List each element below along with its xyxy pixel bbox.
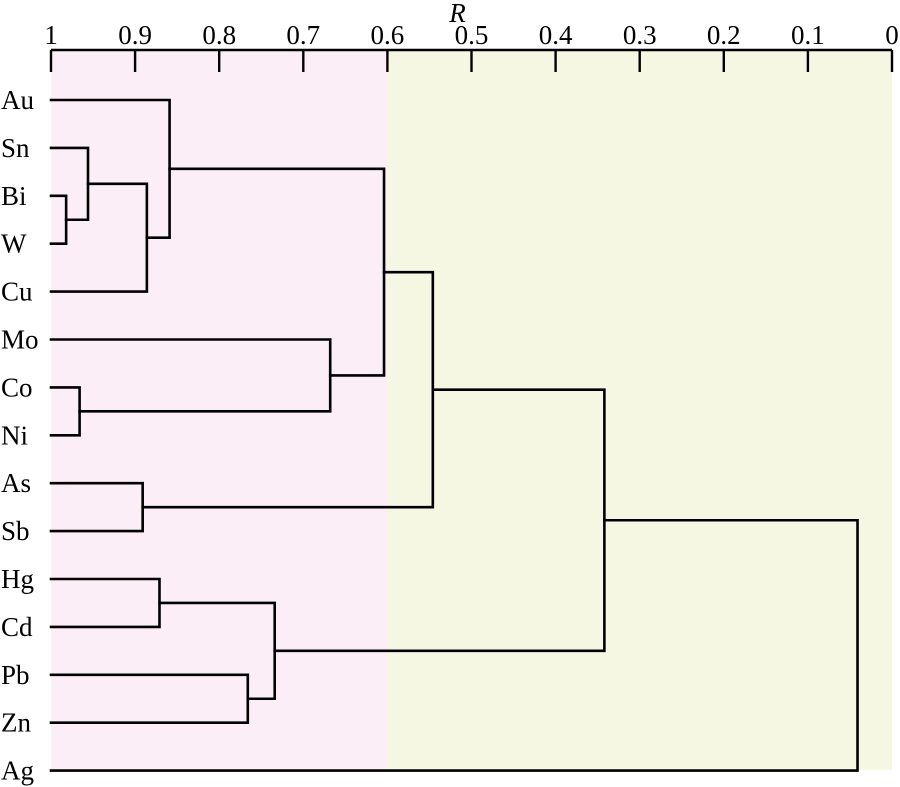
tick-label-2: 0.8 xyxy=(202,20,236,50)
region-1 xyxy=(387,50,892,770)
tick-label-5: 0.5 xyxy=(455,20,489,50)
tick-label-0: 1 xyxy=(44,20,58,50)
leaf-label-sb: Sb xyxy=(1,516,30,546)
tick-label-9: 0.1 xyxy=(791,20,825,50)
leaf-label-hg: Hg xyxy=(1,564,34,594)
leaf-label-cu: Cu xyxy=(1,277,33,307)
leaf-label-ni: Ni xyxy=(1,420,28,450)
link-m14 xyxy=(49,518,859,772)
tick-label-4: 0.6 xyxy=(371,20,405,50)
leaf-label-bi: Bi xyxy=(1,181,27,211)
axis-title: R xyxy=(448,0,466,28)
leaf-label-zn: Zn xyxy=(1,708,31,738)
tick-label-10: 0 xyxy=(885,20,899,50)
tick-label-8: 0.2 xyxy=(707,20,741,50)
tick-label-1: 0.9 xyxy=(118,20,152,50)
tick-label-3: 0.7 xyxy=(286,20,320,50)
leaf-label-cd: Cd xyxy=(1,612,33,642)
leaf-label-co: Co xyxy=(1,372,33,402)
leaf-label-au: Au xyxy=(1,85,34,115)
dendrogram-links xyxy=(49,98,859,772)
leaf-label-ag: Ag xyxy=(1,756,34,786)
tick-label-7: 0.3 xyxy=(623,20,657,50)
r-axis: R 1 0.9 0.8 0.7 0.6 0.5 0.4 0.3 0.2 0.1 0 xyxy=(44,0,899,72)
leaf-label-w: W xyxy=(1,229,27,259)
background-regions xyxy=(51,50,892,770)
tick-label-6: 0.4 xyxy=(539,20,573,50)
leaf-label-as: As xyxy=(1,468,31,498)
leaf-label-sn: Sn xyxy=(1,133,30,163)
leaf-label-pb: Pb xyxy=(1,660,30,690)
region-0 xyxy=(51,50,388,770)
leaf-label-mo: Mo xyxy=(1,325,39,355)
